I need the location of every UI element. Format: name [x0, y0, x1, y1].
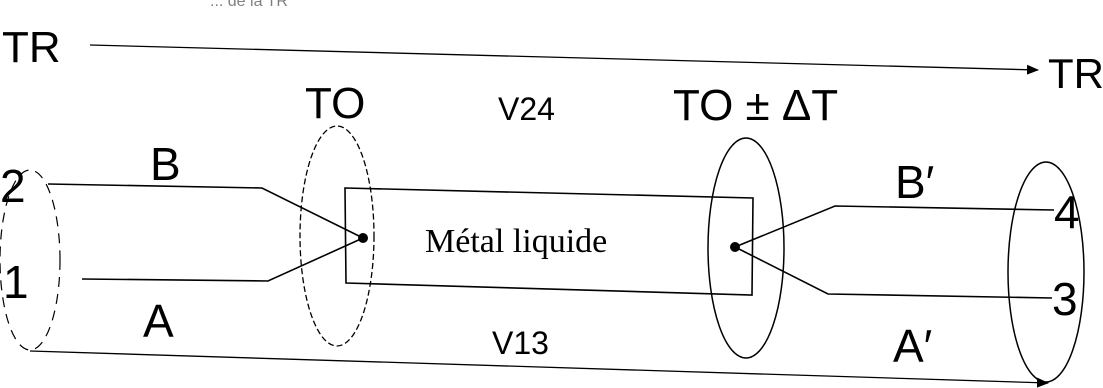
left-dashed-ellipse	[0, 169, 61, 351]
label-v13: V13	[492, 325, 549, 361]
label-t0-right: TO ± ΔT	[673, 81, 838, 130]
label-t0-left: TO	[305, 79, 365, 128]
wire-1-a	[81, 237, 364, 282]
header-fragment: ... de la TR	[210, 0, 288, 10]
terminal-3: 3	[1052, 273, 1078, 325]
wire-2-b	[47, 183, 364, 239]
junction-right	[730, 242, 740, 252]
ellipse-t0-delta	[707, 137, 785, 359]
top-arrow	[89, 44, 1039, 75]
label-tr-right: TR	[1048, 50, 1103, 97]
label-tr-left: TR	[2, 23, 61, 72]
label-v24: V24	[498, 91, 555, 127]
right-ellipse	[1007, 161, 1085, 383]
label-a-right: A′	[893, 320, 932, 372]
terminal-2: 2	[0, 160, 26, 212]
ellipse-t0	[299, 125, 375, 347]
metal-tube	[344, 187, 754, 296]
terminal-1: 1	[3, 256, 29, 308]
junction-left	[358, 233, 368, 243]
terminal-4: 4	[1054, 186, 1080, 238]
label-b-right: B′	[895, 156, 934, 208]
bottom-arrow	[29, 350, 1049, 388]
label-b-left: B	[150, 138, 181, 190]
wire-a-3	[734, 246, 1053, 299]
wire-b-4	[734, 205, 1055, 248]
label-a-left: A	[143, 295, 174, 347]
label-metal: Métal liquide	[425, 223, 607, 260]
